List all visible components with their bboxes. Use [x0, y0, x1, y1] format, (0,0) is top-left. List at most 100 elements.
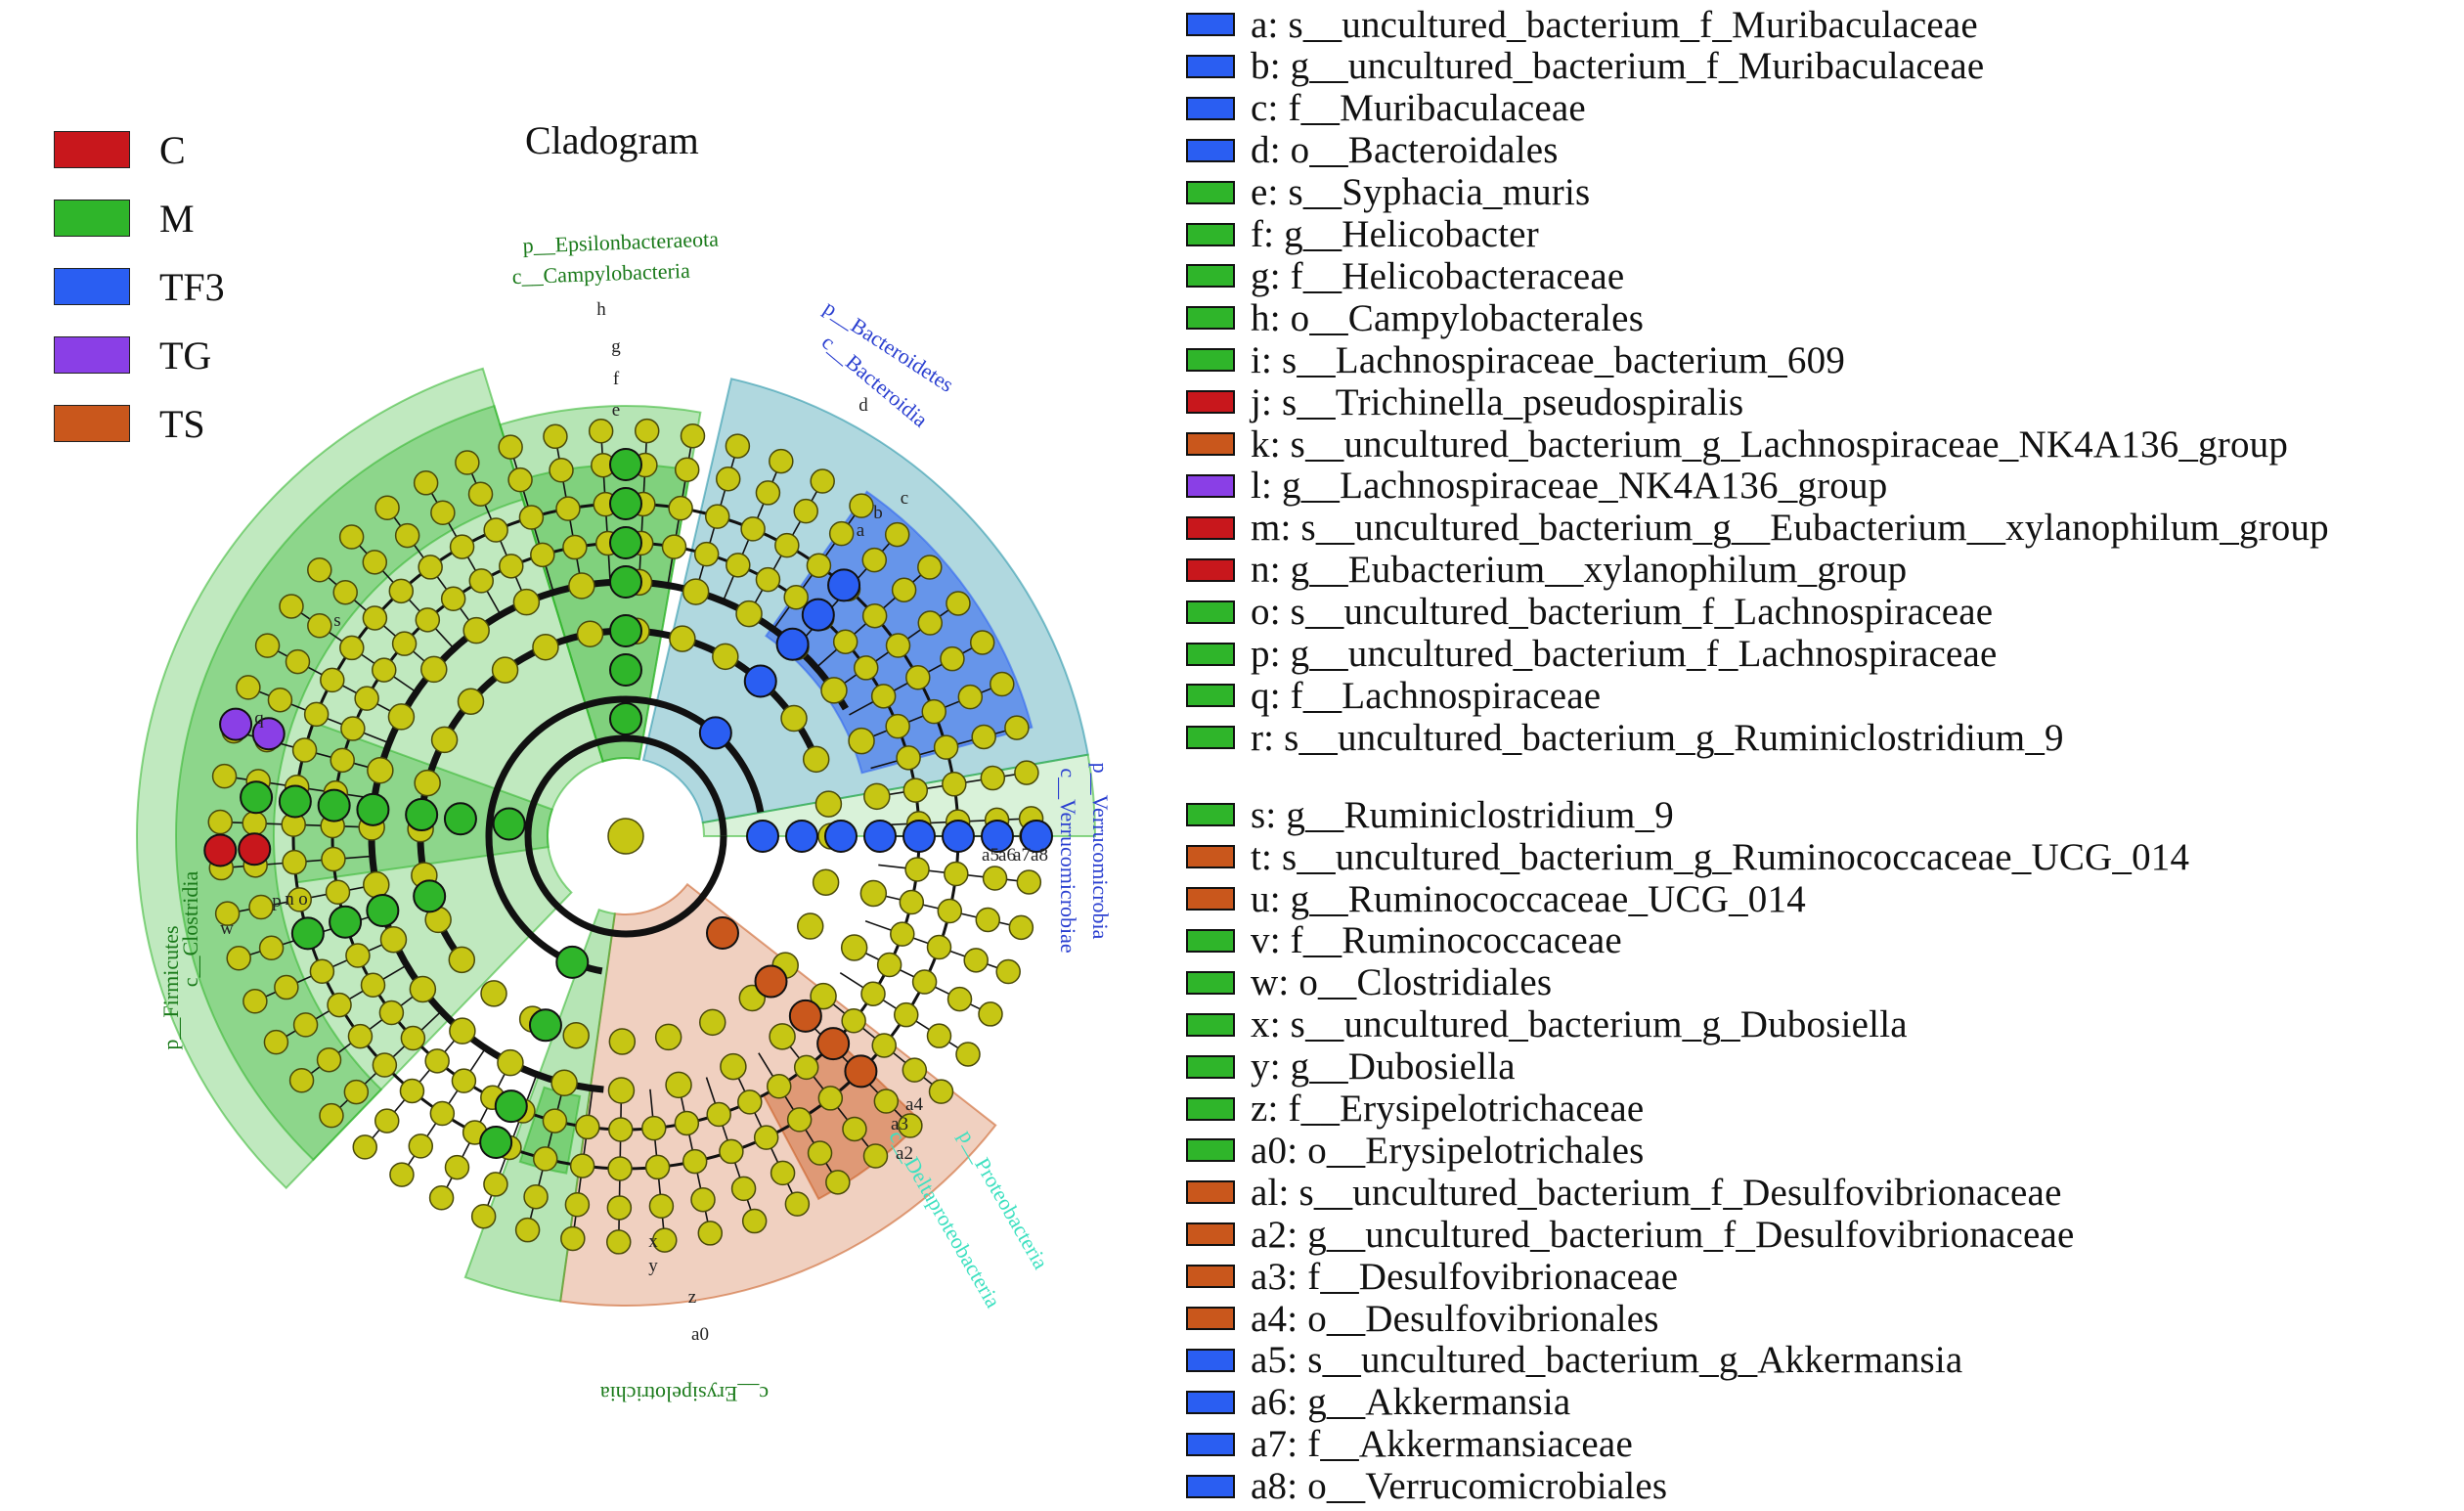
tree-node [842, 1116, 867, 1142]
taxa-label: f: g__Helicobacter [1251, 213, 1539, 255]
tree-node [354, 686, 379, 711]
group-color-swatch [54, 131, 130, 168]
tree-node [783, 585, 809, 610]
tree-node [715, 466, 741, 492]
taxa-color-swatch [1186, 13, 1235, 36]
tree-node [853, 655, 879, 681]
tree-node [995, 958, 1021, 985]
tree-node [725, 433, 751, 459]
biomarker-letter: x [648, 1231, 658, 1252]
biomarker-letter: a6 [998, 845, 1016, 866]
tree-node [394, 522, 420, 549]
taxa-color-swatch [1186, 222, 1235, 246]
biomarker-node [278, 784, 312, 819]
tree-node [530, 542, 555, 568]
tree-node [321, 846, 346, 872]
taxa-label: a8: o__Verrucomicrobiales [1251, 1465, 1668, 1508]
taxa-legend-item: y: g__Dubosiella [1186, 1045, 1516, 1088]
tree-node [859, 879, 888, 908]
tree-node [661, 534, 687, 559]
tree-node [861, 602, 888, 629]
biomarker-node [816, 1027, 851, 1061]
tree-node [483, 517, 508, 543]
taxa-label: a0: o__Erysipelotrichales [1251, 1129, 1645, 1172]
biomarker-node [824, 820, 858, 853]
tree-node [796, 912, 824, 940]
tree-node [309, 958, 335, 985]
tree-node [944, 861, 969, 887]
tree-node [307, 556, 332, 583]
biomarker-letter: a5 [982, 845, 999, 866]
tree-node [682, 578, 710, 605]
tree-node [211, 763, 238, 789]
tree-node [468, 568, 495, 594]
tree-node [806, 553, 832, 578]
tree-node [562, 1022, 590, 1049]
tree-node [969, 630, 995, 655]
taxa-color-swatch [1186, 803, 1235, 827]
biomarker-node [775, 627, 810, 661]
biomarker-letter: h [596, 299, 606, 320]
tree-node [735, 600, 763, 628]
taxa-label: l: g__Lachnospiraceae_NK4A136_group [1251, 465, 1888, 508]
tree-node [980, 765, 1006, 791]
tree-node [480, 980, 507, 1007]
taxa-color-swatch [1186, 138, 1235, 162]
tree-node [362, 550, 388, 575]
tree-node [825, 1170, 851, 1195]
tree-node [810, 468, 835, 494]
tree-node [408, 1133, 434, 1159]
tree-node [793, 498, 818, 524]
tree-node [917, 555, 943, 580]
tree-node [793, 1054, 819, 1081]
group-label: TF3 [159, 264, 225, 309]
biomarker-node [609, 487, 642, 520]
tree-node [926, 1023, 952, 1048]
taxa-label: a3: f__Desulfovibrionaceae [1251, 1255, 1679, 1298]
biomarker-node [413, 879, 447, 913]
tree-node [755, 566, 781, 593]
taxa-color-swatch [1186, 180, 1235, 204]
tree-node [345, 943, 371, 968]
tree-node [400, 1025, 426, 1051]
tree-node [420, 655, 448, 684]
tree-node [894, 1001, 919, 1028]
taxa-legend-item: j: s__Trichinella_pseudospiralis [1186, 381, 1743, 423]
taxa-legend-item: s: g__Ruminiclostridium_9 [1186, 794, 1674, 836]
biomarker-node [238, 832, 272, 867]
tree-node [873, 1089, 900, 1114]
biomarker-letter: g [611, 336, 621, 357]
biomarker-letter: f [613, 369, 620, 389]
biomarker-node [219, 707, 253, 741]
tree-node [817, 1086, 844, 1111]
taxa-color-swatch [1186, 642, 1235, 666]
tree-node [832, 629, 858, 654]
tree-node [911, 969, 938, 995]
taxa-label: t: s__uncultured_bacterium_g_Ruminococca… [1251, 835, 2190, 878]
taxa-legend-item: al: s__uncultured_bacterium_f_Desulfovib… [1186, 1172, 2062, 1214]
tree-node [957, 684, 984, 710]
tree-node [498, 434, 523, 460]
taxa-label: a6: g__Akkermansia [1251, 1381, 1571, 1424]
biomarker-node [528, 1008, 562, 1043]
tree-node [258, 935, 285, 961]
tree-node [372, 1052, 398, 1078]
biomarker-node [251, 717, 286, 751]
biomarker-node [494, 1089, 528, 1124]
group-legend-item-tf3: TF3 [54, 252, 225, 321]
taxa-color-swatch [1186, 845, 1235, 869]
tree-node [379, 926, 408, 954]
tree-node [774, 532, 800, 558]
tree-node [712, 643, 739, 671]
biomarker-letter: a0 [691, 1324, 709, 1345]
taxa-color-swatch [1186, 1348, 1235, 1372]
group-legend-item-m: M [54, 184, 225, 252]
tree-node [226, 946, 251, 971]
tree-node [904, 857, 930, 882]
tree-node [470, 1203, 497, 1229]
biomarker-node [743, 664, 777, 698]
biomarker-letter: d [858, 395, 868, 416]
tree-node [424, 1048, 450, 1074]
taxa-color-swatch [1186, 1180, 1235, 1205]
biomarker-node [609, 565, 642, 599]
